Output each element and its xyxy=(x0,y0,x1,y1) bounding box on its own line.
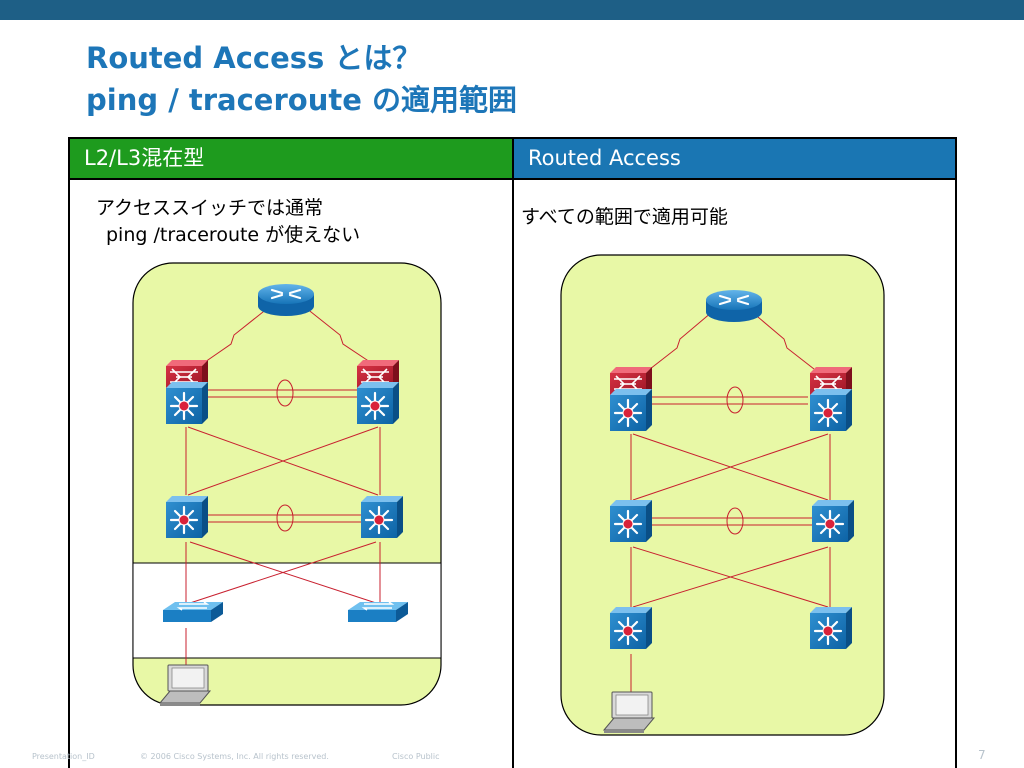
comparison-table xyxy=(68,137,957,768)
l3-switch-icon xyxy=(608,498,654,544)
left-note-line2: ping /traceroute が使えない xyxy=(106,224,361,246)
l3-switch-icon xyxy=(608,605,654,651)
footer-presentation-id: Presentation_ID xyxy=(32,752,95,761)
right-diagram xyxy=(560,254,885,736)
l3-switch-icon xyxy=(355,380,401,426)
l2-switch-icon xyxy=(347,601,409,623)
left-note-line1: アクセススイッチでは通常 xyxy=(96,197,324,219)
l3-switch-icon xyxy=(164,380,210,426)
left-diagram xyxy=(132,262,442,707)
router-icon xyxy=(704,288,764,324)
footer-copyright: © 2006 Cisco Systems, Inc. All rights re… xyxy=(140,752,329,761)
column-header-l2l3-mixed: L2/L3混在型 xyxy=(70,139,512,178)
laptop-icon xyxy=(159,664,211,707)
l2-switch-icon xyxy=(162,601,224,623)
top-bar xyxy=(0,0,1024,20)
page-number: 7 xyxy=(978,748,986,762)
slide-title-line2: ping / traceroute の適用範囲 xyxy=(86,83,517,117)
footer-classification: Cisco Public xyxy=(392,752,440,761)
l3-switch-icon xyxy=(608,387,654,433)
l3-switch-icon xyxy=(810,498,856,544)
l3-switch-icon xyxy=(164,494,210,540)
l3-switch-icon xyxy=(359,494,405,540)
right-note: すべての範囲で適用可能 xyxy=(521,206,728,228)
slide-title-line1: Routed Access とは？ xyxy=(86,41,422,75)
laptop-icon xyxy=(603,691,655,734)
l3-switch-icon xyxy=(808,387,854,433)
column-divider xyxy=(512,139,514,768)
router-icon xyxy=(256,282,316,318)
column-header-routed-access: Routed Access xyxy=(514,139,955,178)
l3-switch-icon xyxy=(808,605,854,651)
